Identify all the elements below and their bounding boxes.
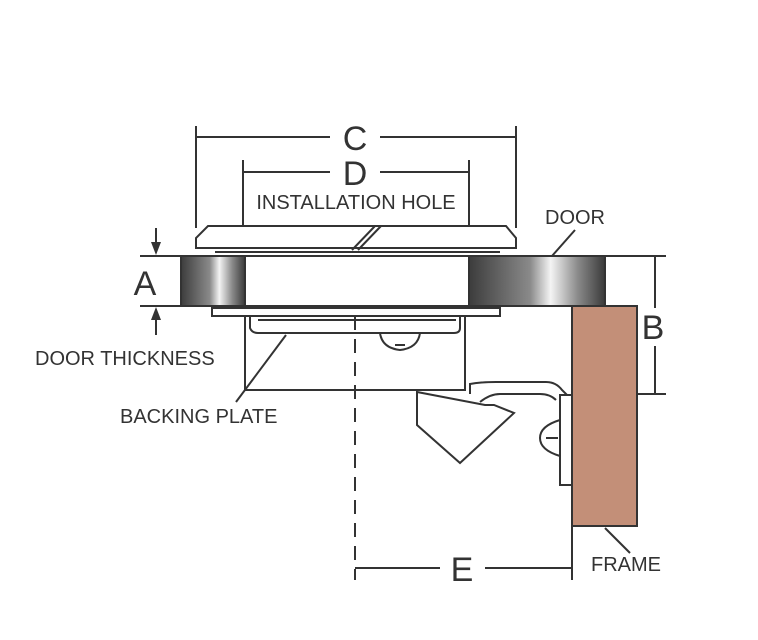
backing-plate-label: BACKING PLATE: [120, 406, 277, 428]
door-left-section: [180, 255, 246, 307]
dimension-b-label: B: [642, 309, 665, 347]
dimension-d-label: D: [343, 155, 368, 193]
dimension-e-label: E: [451, 551, 474, 589]
door-leader: [551, 229, 576, 257]
latch-body: [244, 316, 516, 465]
latch-arm: [469, 381, 571, 403]
dimension-a-label: A: [134, 265, 157, 303]
screw-icon: [538, 394, 573, 486]
latch-top-plate: [195, 225, 517, 253]
door-thickness-label: DOOR THICKNESS: [35, 348, 215, 370]
door-right-section: [468, 255, 606, 307]
door-label: DOOR: [545, 207, 605, 229]
frame-label: FRAME: [591, 554, 661, 576]
installation-hole-label: INSTALLATION HOLE: [256, 192, 455, 214]
dimension-e-line: [355, 526, 573, 580]
frame-leader: [604, 527, 631, 554]
dimension-c-label: C: [343, 120, 368, 158]
dimension-c-line: [195, 126, 517, 228]
frame: [571, 305, 638, 527]
backing-plate-leader: [235, 334, 287, 403]
